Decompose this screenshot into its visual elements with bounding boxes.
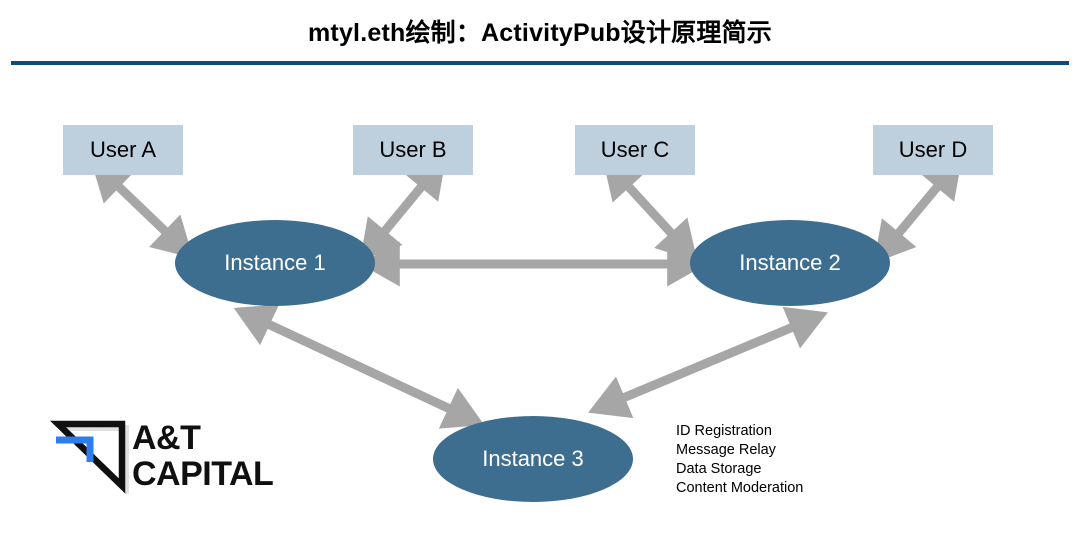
user-node-c-label: User C	[600, 137, 670, 162]
triangle-chevron-mark-icon	[50, 420, 129, 494]
connector-instance-2-instance-3	[588, 306, 828, 419]
instance-node-2-label: Instance 2	[739, 250, 841, 275]
brand-wordmark-line-1: A&T	[132, 419, 201, 457]
user-node-a-label: User A	[89, 137, 157, 162]
service-item: Content Moderation	[676, 480, 804, 496]
instance-node-2[interactable]: Instance 2	[690, 220, 890, 306]
instance-node-1[interactable]: Instance 1	[175, 220, 375, 306]
connector-user-c-instance-2	[602, 158, 698, 262]
instance-node-3-label: Instance 3	[482, 446, 584, 471]
instance-node-3[interactable]: Instance 3	[433, 416, 633, 502]
connector-user-a-instance-1	[90, 159, 194, 259]
brand-wordmark: A&T CAPITAL	[132, 421, 307, 491]
instance-node-1-label: Instance 1	[224, 250, 326, 275]
connector-instance-1-instance-3	[233, 304, 485, 429]
service-item: Data Storage	[676, 461, 762, 477]
user-node-c[interactable]: User C	[575, 125, 695, 175]
service-item: ID Registration	[676, 423, 772, 439]
user-node-b-label: User B	[379, 137, 447, 162]
page-title: mtyl.eth绘制：ActivityPub设计原理简示	[308, 19, 772, 47]
connector-user-b-instance-1	[359, 156, 447, 262]
user-node-b[interactable]: User B	[353, 125, 473, 175]
title-divider-rule	[11, 61, 1069, 65]
instance-services-list: ID Registration Message Relay Data Stora…	[676, 422, 803, 498]
connector-user-d-instance-2	[873, 156, 963, 264]
brand-wordmark-line-2: CAPITAL	[132, 455, 274, 493]
user-node-a[interactable]: User A	[63, 125, 183, 175]
brand-logo: A&T CAPITAL	[50, 416, 310, 496]
user-node-d-label: User D	[898, 137, 968, 162]
user-node-d[interactable]: User D	[873, 125, 993, 175]
title-bar: mtyl.eth绘制：ActivityPub设计原理简示	[0, 18, 1080, 48]
service-item: Message Relay	[676, 442, 776, 458]
